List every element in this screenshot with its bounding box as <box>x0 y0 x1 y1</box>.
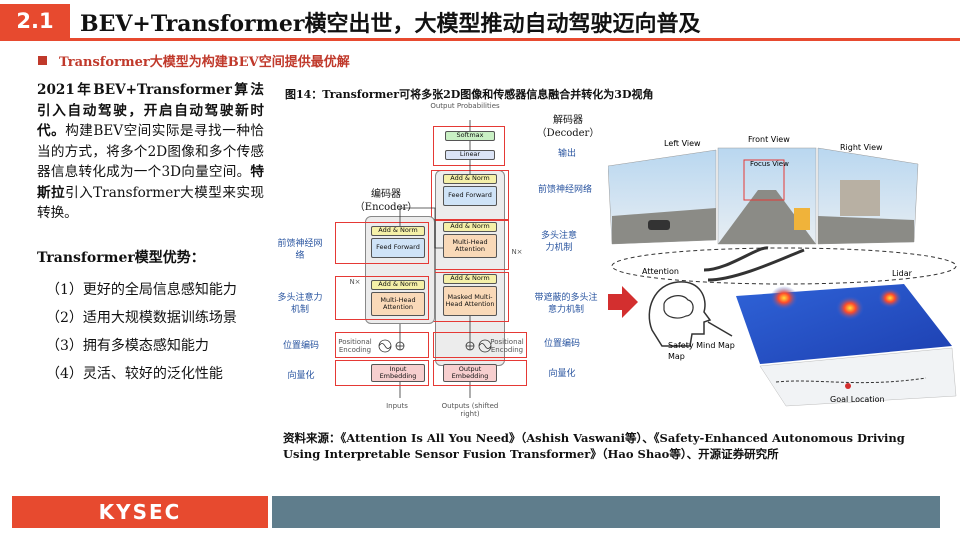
linear-block: Linear <box>445 150 495 160</box>
encoder-nx-label: N× <box>349 278 361 286</box>
decoder-addnorm-1: Add & Norm <box>443 274 497 284</box>
decoder-addnorm-2: Add & Norm <box>443 222 497 232</box>
intro-text-2: 引入Transformer大模型来实现转换。 <box>37 184 265 222</box>
outputs-label: Outputs (shifted right) <box>441 402 499 418</box>
figure-caption: 图14：Transformer可将多张2D图像和传感器信息融合并转化为3D视角 <box>285 88 654 101</box>
subheading: Transformer大模型为构建BEV空间提供最优解 <box>38 51 350 70</box>
safety-map-label: Safety Mind Map <box>668 341 735 350</box>
transformer-diagram: Output Probabilities Softmax Linear Add … <box>275 98 615 428</box>
encoder-title-cn: 编码器 <box>371 189 401 200</box>
annot-mha-left: 多头注意力机制 <box>277 293 323 315</box>
annot-output: 输出 <box>557 149 576 159</box>
output-probabilities-label: Output Probabilities <box>430 102 500 110</box>
diagram-connectors <box>378 120 492 398</box>
footer-logo: KYSEC <box>12 496 268 528</box>
list-item: （3）拥有多模态感知能力 <box>46 338 209 354</box>
decoder-title: 解码器 （Decoder） <box>533 114 603 140</box>
advantages-title: Transformer模型优势： <box>37 250 205 266</box>
annot-ff-right: 前馈神经网络 <box>537 185 592 195</box>
encoder-embedding-box <box>335 360 429 386</box>
encoder-addnorm-2: Add & Norm <box>371 226 425 236</box>
intro-bold-tesla: 特斯拉 <box>37 164 264 201</box>
ground-plane <box>759 347 957 407</box>
output-highlight-box <box>433 126 505 166</box>
title-divider <box>0 38 960 41</box>
footer-bar <box>272 496 940 528</box>
front-view-label: Front View <box>748 135 790 144</box>
list-item: （2）适用大规模数据训练场景 <box>46 310 237 326</box>
section-number: 2.1 <box>0 4 70 38</box>
right-view-label: Right View <box>840 143 883 152</box>
annot-masked: 带遮蔽的多头注意力机制 <box>534 293 598 315</box>
decoder-nx-label: N× <box>511 248 523 256</box>
encoder-mha-box <box>335 276 429 320</box>
encoder-title-en: （Encoder） <box>354 202 418 213</box>
encoder-title: 编码器 （Encoder） <box>353 188 419 214</box>
front-view-image <box>717 147 817 245</box>
intro-paragraph: 2021年BEV+Transformer算法引入自动驾驶，开启自动驾驶新时代。构… <box>37 80 264 224</box>
encoder-feed-forward: Feed Forward <box>371 238 425 258</box>
softmax-block: Softmax <box>445 131 495 141</box>
output-embedding-block: Output Embedding <box>443 364 497 382</box>
input-embedding-block: Input Embedding <box>371 364 425 382</box>
goal-marker-icon <box>845 383 851 389</box>
decoder-addnorm-3: Add & Norm <box>443 174 497 184</box>
list-item: （4）灵活、较好的泛化性能 <box>46 366 223 382</box>
annot-pe-left: 位置编码 <box>282 341 319 351</box>
inputs-label: Inputs <box>386 402 408 410</box>
encoder-multi-head-attention: Multi-Head Attention <box>371 292 425 316</box>
lidar-label: Lidar <box>892 269 913 278</box>
annot-mha-right: 多头注意力机制 <box>540 231 577 253</box>
advantages-list: （1）更好的全局信息感知能力 （2）适用大规模数据训练场景 （3）拥有多模态感知… <box>46 276 237 388</box>
goal-location-label: Goal Location <box>830 395 885 404</box>
attention-ring <box>611 247 957 285</box>
encoder-positional-encoding-label: Positional Encoding <box>338 338 372 354</box>
brain-head-icon <box>648 281 712 347</box>
annot-vec-left: 向量化 <box>287 371 315 381</box>
encoder-ff-box <box>335 222 429 264</box>
red-arrow-icon <box>608 286 638 318</box>
intro-bold: 2021年BEV+Transformer算法引入自动驾驶，开启自动驾驶新时代。 <box>37 82 264 139</box>
focus-view-label: Focus View <box>750 160 789 168</box>
annot-ff-left: 前馈神经网络 <box>277 239 323 261</box>
decoder-title-cn: 解码器 <box>553 115 583 126</box>
page-title: BEV+Transformer横空出世，大模型推动自动驾驶迈向普及 <box>80 11 701 37</box>
decoder-feed-forward: Feed Forward <box>443 186 497 206</box>
source-note: 资料来源：《Attention Is All You Need》（Ashish … <box>283 431 905 461</box>
decoder-masked-attention: Masked Multi-Head Attention <box>443 286 497 316</box>
subheading-text: Transformer大模型为构建BEV空间提供最优解 <box>59 55 350 70</box>
decoder-positional-encoding-label: Positional Encoding <box>490 338 524 354</box>
intro-text: 构建BEV空间实际是寻找一种恰当的方式，将多个2D图像和多个传感器信息转化成为一… <box>37 123 265 180</box>
left-view-image <box>608 149 717 245</box>
safety-map-label-line2: Map <box>668 352 685 361</box>
encoder-pe-box <box>335 332 429 358</box>
list-item: （1）更好的全局信息感知能力 <box>46 282 237 298</box>
left-view-label: Left View <box>664 139 701 148</box>
annot-vec-right: 向量化 <box>548 369 576 379</box>
bev-illustration: Left View Front View Right View Focus Vi… <box>608 135 957 407</box>
annot-pe-right: 位置编码 <box>543 339 580 349</box>
decoder-title-en: （Decoder） <box>536 128 600 139</box>
bullet-square-icon <box>38 56 47 65</box>
right-view-image <box>817 147 919 245</box>
decoder-pe-box <box>433 332 527 358</box>
decoder-multi-head-attention: Multi-Head Attention <box>443 234 497 258</box>
attention-label: Attention <box>642 267 679 276</box>
decoder-embedding-box <box>433 360 527 386</box>
encoder-addnorm-1: Add & Norm <box>371 280 425 290</box>
